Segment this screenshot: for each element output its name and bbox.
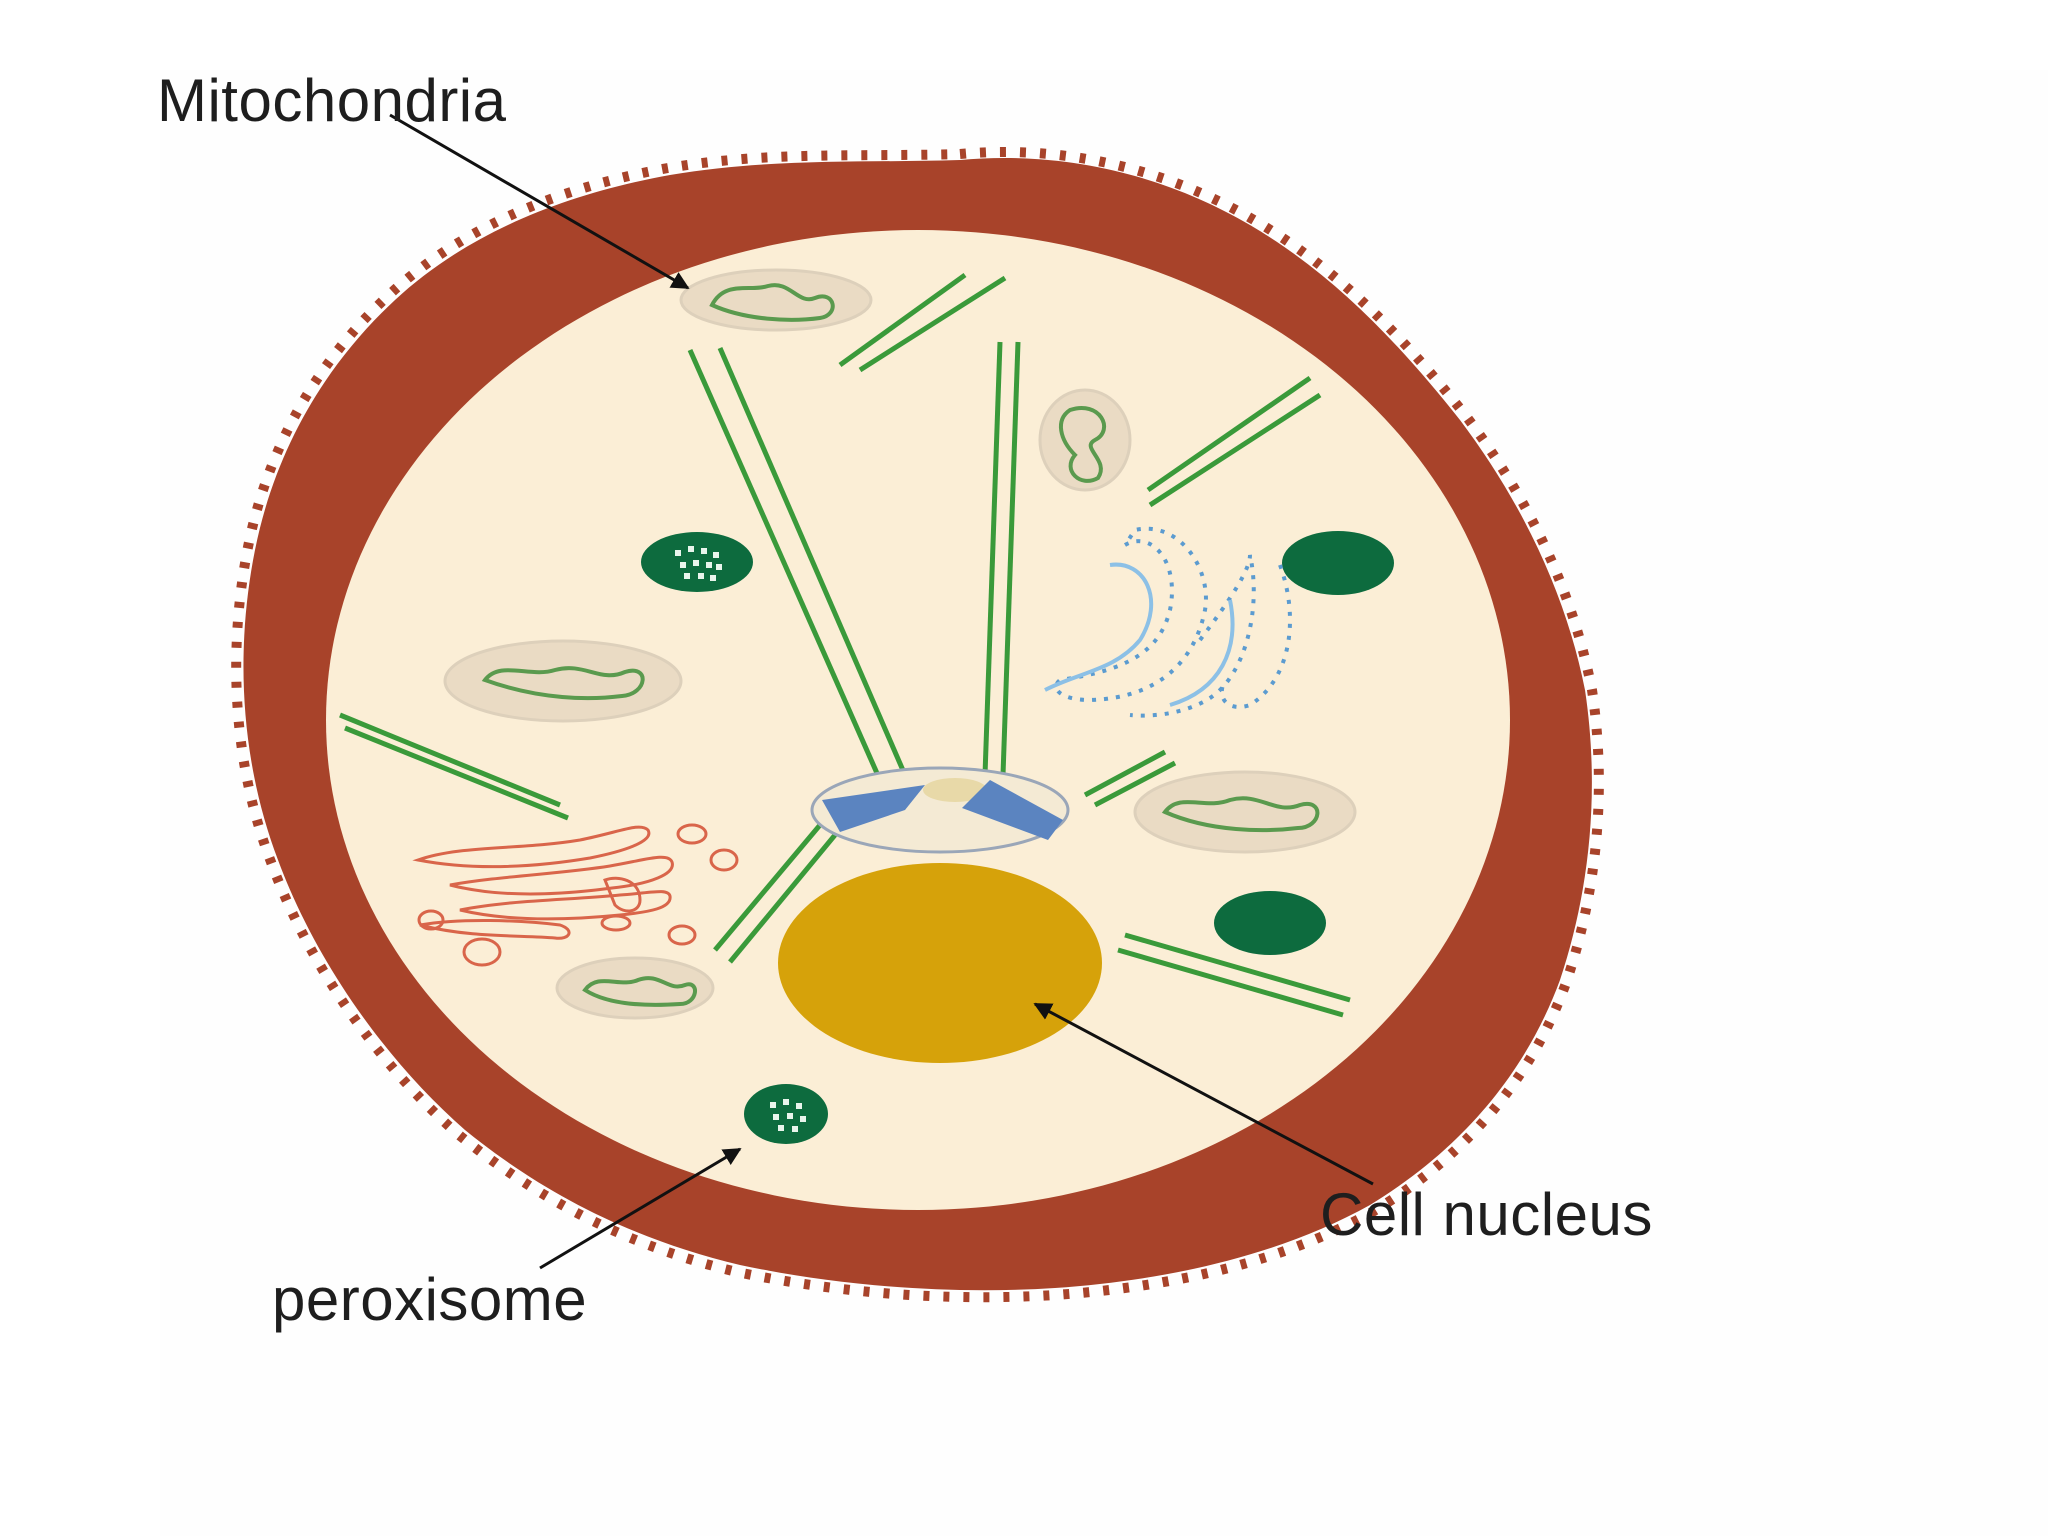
golgi-apparatus bbox=[412, 823, 739, 967]
cell-nucleus bbox=[778, 863, 1102, 1063]
peroxisome-organelle bbox=[641, 532, 753, 592]
cell-nucleus-label: Cell nucleus bbox=[1320, 1181, 1653, 1248]
mitochondrion bbox=[679, 268, 873, 332]
cytoplasm bbox=[326, 230, 1510, 1210]
peroxisome-organelle bbox=[744, 1084, 828, 1144]
lysosome bbox=[1282, 531, 1394, 595]
mitochondria-arrow bbox=[389, 113, 690, 290]
cell-wall-edge bbox=[231, 147, 1604, 1303]
mitochondrion bbox=[1038, 388, 1132, 492]
lysosome bbox=[1214, 891, 1326, 955]
endoplasmic-reticulum bbox=[1044, 526, 1292, 718]
peroxisome-arrow bbox=[539, 1147, 742, 1270]
mitochondrion bbox=[443, 639, 683, 723]
mitochondrion bbox=[555, 956, 715, 1020]
nucleus-arrow bbox=[1033, 1002, 1374, 1186]
peroxisome-label: peroxisome bbox=[272, 1266, 588, 1333]
microtubules bbox=[339, 272, 1351, 1018]
centrosome bbox=[810, 766, 1070, 854]
mitochondria-label: Mitochondria bbox=[157, 67, 507, 134]
mitochondrion bbox=[1133, 770, 1357, 854]
